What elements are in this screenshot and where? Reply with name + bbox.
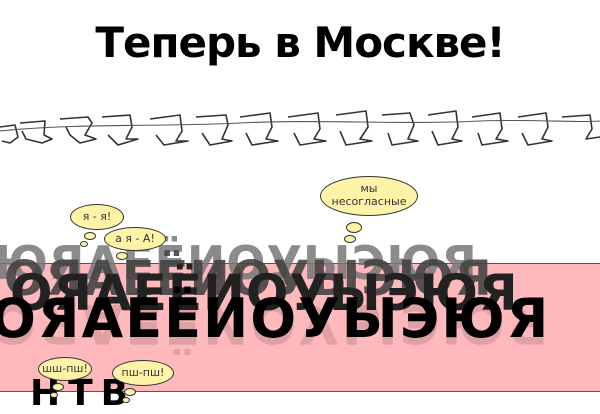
bubble-dot: [344, 235, 356, 243]
speech-bubble-sh-2: пш-пш!: [112, 360, 174, 386]
bubble-dot: [122, 397, 130, 403]
speech-bubble-sh-1: шш-пш!: [38, 357, 92, 381]
bubble-dot: [80, 241, 88, 247]
bubble-dot: [346, 222, 362, 233]
vowel-row-front: ОЯАЕЁИОУЫЭЮЯ: [0, 287, 551, 350]
bubble-dot: [50, 392, 58, 398]
page-title: Теперь в Москве!: [95, 18, 505, 67]
bubble-dot: [52, 383, 64, 391]
consonants-row: НТВ: [30, 373, 137, 414]
vowel-row-back-1: ЮЯАЕЁИОУЫЭЮЯ: [0, 236, 478, 290]
vowel-row-back-2: ОЯАЕЁИОУЫЭЮЯ: [4, 251, 493, 307]
vowel-row-back-3: ОЯАЕЁИОУЫЭЮЯ: [10, 264, 519, 322]
bubble-dot: [124, 388, 136, 396]
vowel-row-reflection: ОЯАЕЁИОУЫЭЮЯ: [0, 292, 551, 355]
bubble-dot: [84, 232, 96, 240]
speech-bubble-ya-ya: я - я!: [70, 204, 124, 230]
speech-bubble-a-ya-a: а я - А!: [104, 227, 166, 251]
speech-bubble-not-agree: мы несогласные: [320, 176, 418, 216]
kremlin-wall: [0, 110, 600, 146]
pink-band: [0, 263, 600, 392]
bubble-dot: [116, 252, 128, 260]
